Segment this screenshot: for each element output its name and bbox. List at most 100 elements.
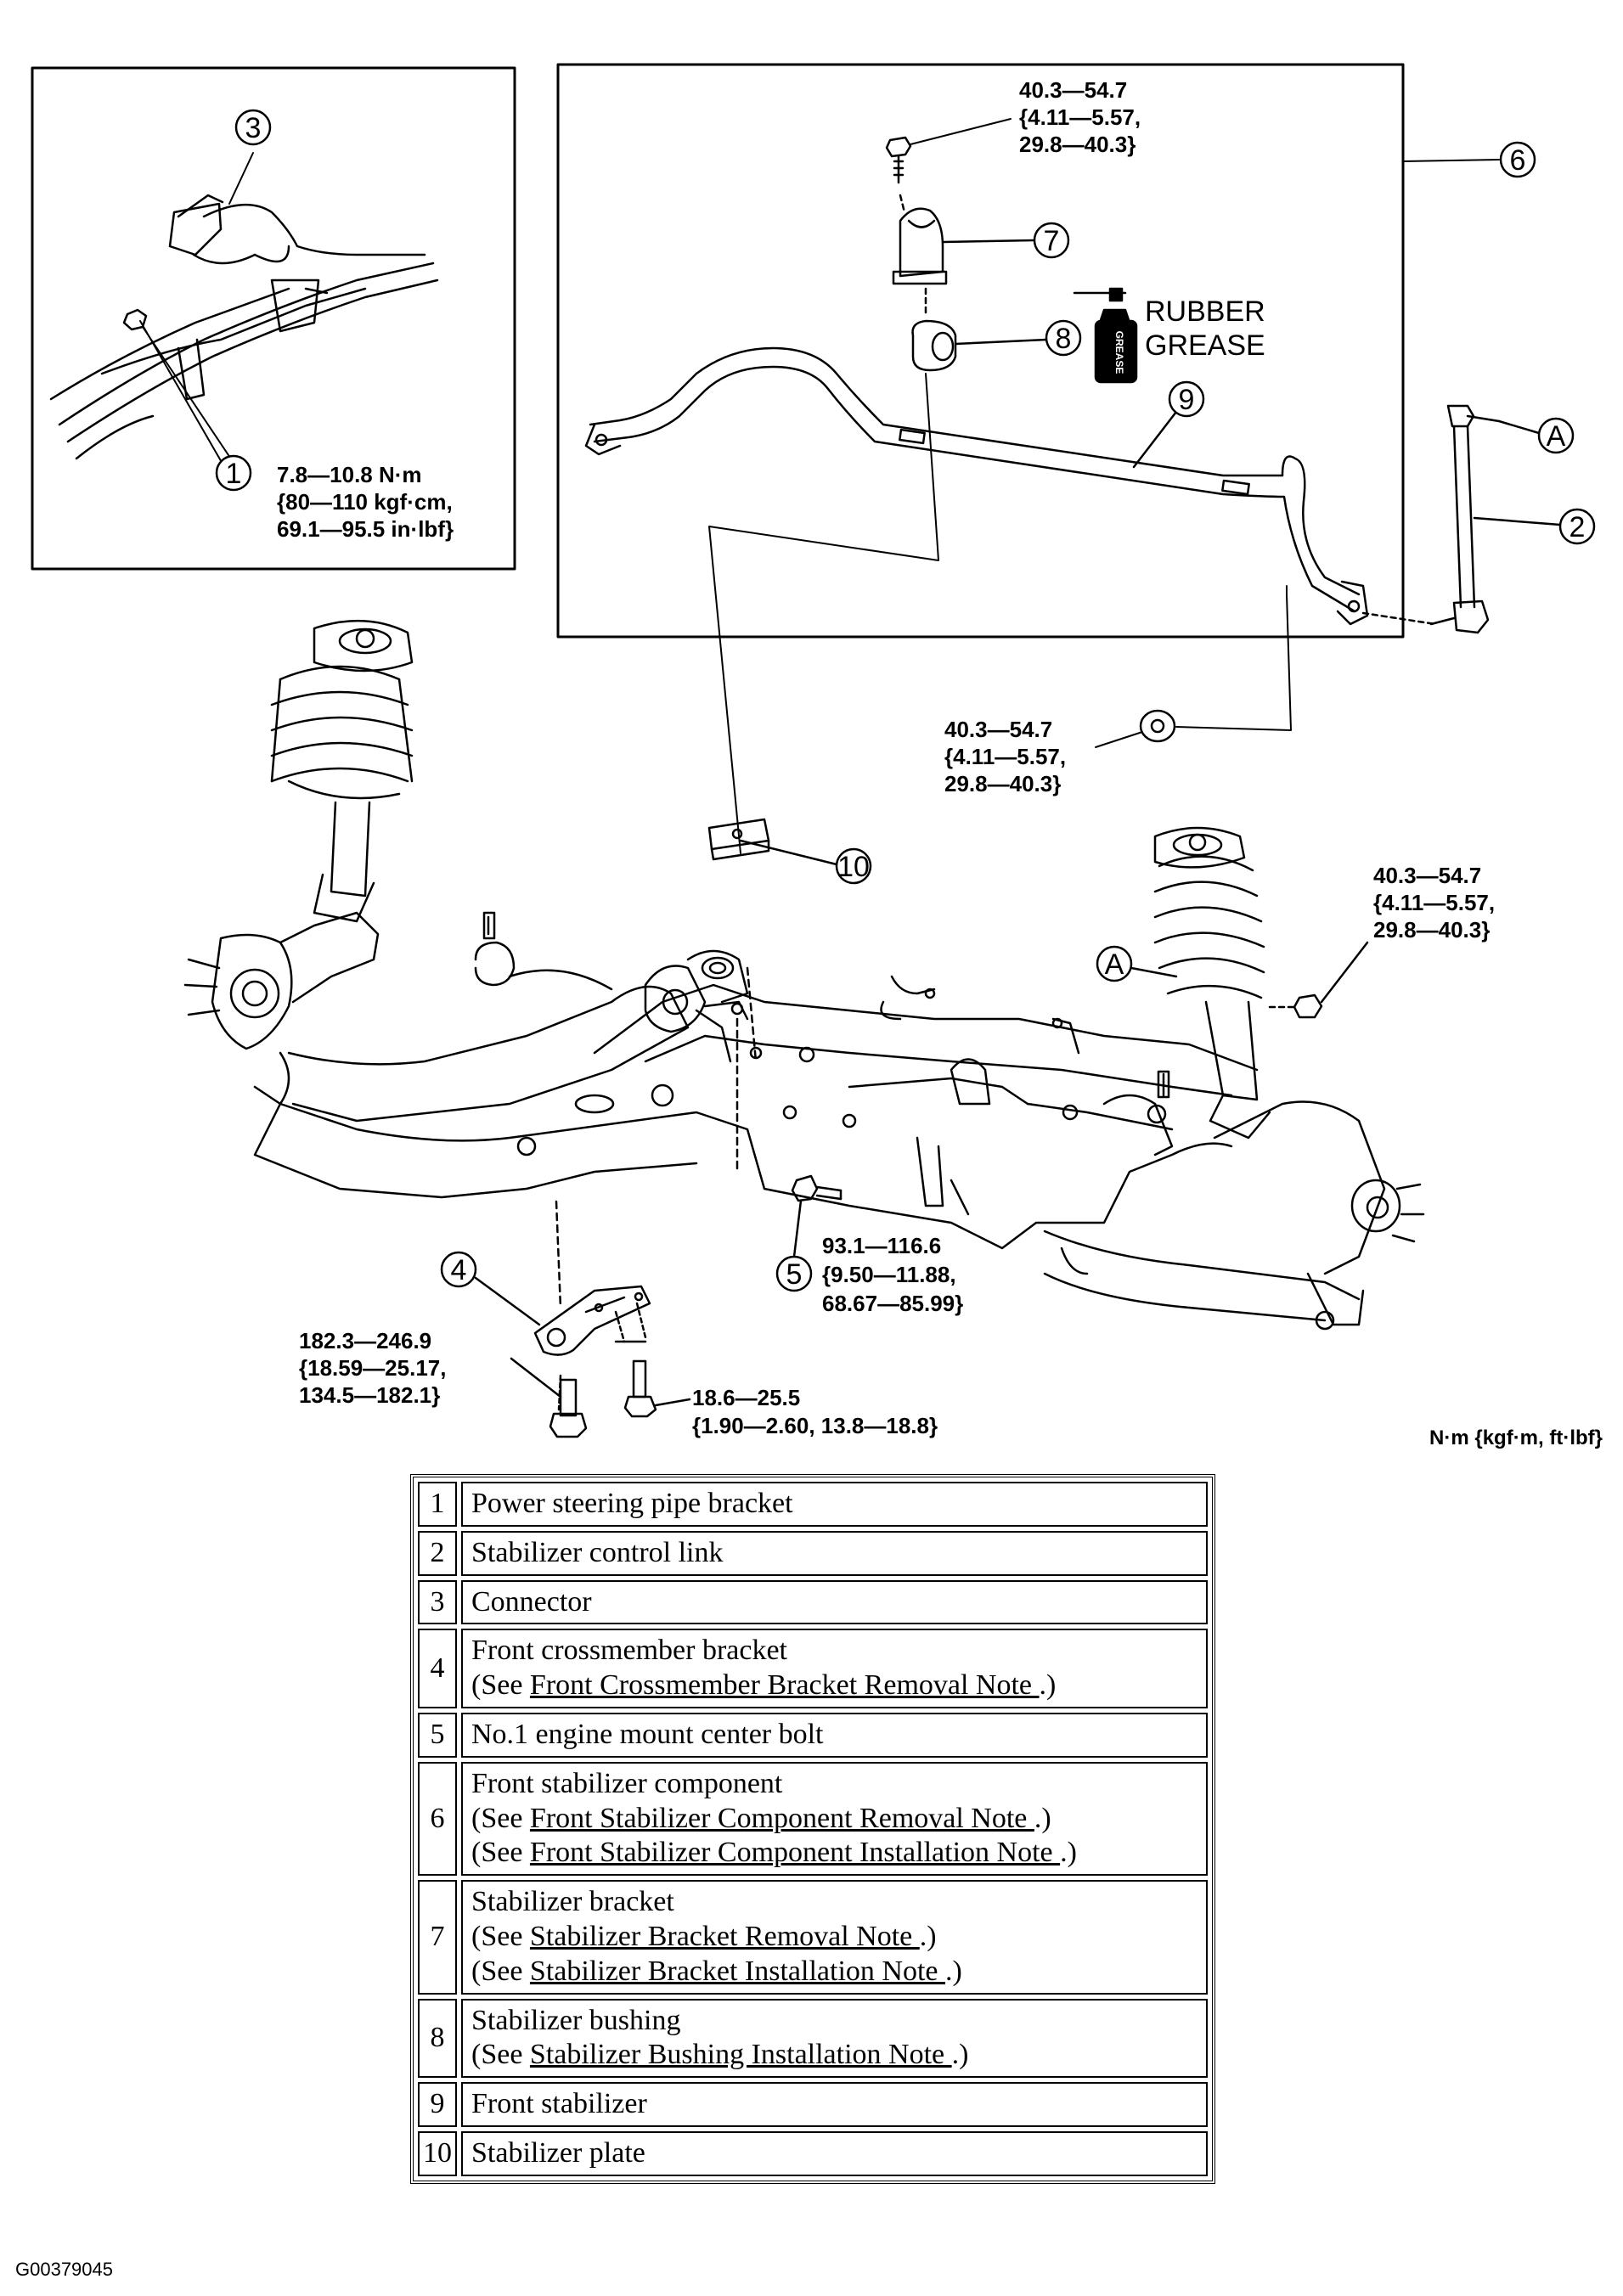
- note-prefix: (See: [471, 2039, 530, 2071]
- callout-5: 5: [775, 1255, 813, 1292]
- svg-text:{18.59—25.17,: {18.59—25.17,: [299, 1355, 446, 1381]
- part-name: Stabilizer plate: [471, 2136, 645, 2169]
- left-engine-mount: [644, 949, 749, 1063]
- part-name: Front crossmember bracket: [471, 1635, 787, 1667]
- crossmember: [253, 983, 1259, 1250]
- part-note: (See Front Crossmember Bracket Removal N…: [471, 1669, 1198, 1703]
- nut-strut: [1268, 941, 1369, 1019]
- part-name: Connector: [471, 1585, 592, 1618]
- part-description: Front stabilizer: [461, 2082, 1208, 2127]
- table-row: 9 Front stabilizer: [418, 2082, 1208, 2127]
- callout-6: 6: [1499, 141, 1536, 178]
- note-suffix: .): [951, 2039, 969, 2071]
- svg-text:93.1—116.6: 93.1—116.6: [822, 1233, 941, 1258]
- svg-text:6: 6: [1510, 144, 1526, 177]
- part-number: 2: [418, 1530, 457, 1576]
- part-description: Power steering pipe bracket: [461, 1482, 1208, 1527]
- svg-text:69.1—95.5 in·lbf}: 69.1—95.5 in·lbf}: [277, 516, 454, 542]
- part-name: Stabilizer bushing: [471, 2004, 681, 2036]
- part-note: (See Stabilizer Bracket Removal Note .): [471, 1920, 1198, 1955]
- svg-text:40.3—54.7: 40.3—54.7: [1019, 77, 1127, 103]
- svg-text:{9.50—11.88,: {9.50—11.88,: [822, 1262, 956, 1287]
- units-label: N·m {kgf·m, ft·lbf}: [1429, 1427, 1603, 1449]
- note-link[interactable]: Stabilizer Bushing Installation Note: [529, 2039, 952, 2071]
- torque-spec-pipe-bracket: 7.8—10.8 N·m {80—110 kgf·cm, 69.1—95.5 i…: [277, 462, 454, 542]
- callout-leader-lines-1: [139, 152, 254, 476]
- part-number: 9: [418, 2082, 457, 2127]
- svg-text:8: 8: [1056, 323, 1072, 355]
- torque-spec-crossmember-bolt: 182.3—246.9 {18.59—25.17, 134.5—182.1}: [299, 1328, 446, 1408]
- left-lower-arm: [287, 911, 690, 1123]
- part-note: (See Stabilizer Bracket Installation Not…: [471, 1955, 1198, 1989]
- part-number: 3: [418, 1579, 457, 1625]
- figure-id: G00379045: [15, 2259, 113, 2280]
- callout-a-strut: A: [1096, 945, 1178, 982]
- svg-text:40.3—54.7: 40.3—54.7: [1373, 863, 1481, 888]
- part-name: Front stabilizer component: [471, 1767, 783, 1799]
- note-link[interactable]: Front Crossmember Bracket Removal Note: [529, 1669, 1040, 1702]
- callout-1: 1: [215, 454, 252, 492]
- svg-text:{4.11—5.57,: {4.11—5.57,: [1019, 104, 1141, 130]
- note-link[interactable]: Stabilizer Bracket Installation Note: [529, 1955, 945, 1987]
- note-prefix: (See: [471, 1802, 530, 1834]
- table-row: 1 Power steering pipe bracket: [418, 1482, 1208, 1527]
- svg-text:29.8—40.3}: 29.8—40.3}: [944, 771, 1061, 796]
- note-link[interactable]: Stabilizer Bracket Removal Note: [529, 1920, 920, 1952]
- part-note: (See Front Stabilizer Component Removal …: [471, 1802, 1198, 1837]
- part-description: Stabilizer bushing(See Stabilizer Bushin…: [461, 1998, 1208, 2079]
- stabilizer-bar-illustration: [584, 346, 1369, 626]
- note-suffix: .): [1039, 1669, 1057, 1702]
- inset-pipe-bracket-frame: [31, 66, 516, 571]
- svg-text:182.3—246.9: 182.3—246.9: [299, 1328, 431, 1353]
- part-description: Connector: [461, 1579, 1208, 1625]
- front-crossmember-bracket: [533, 1285, 651, 1356]
- note-suffix: .): [945, 1955, 962, 1987]
- callout-2: 2: [1473, 508, 1596, 545]
- svg-text:2: 2: [1569, 511, 1586, 543]
- bracket-bolt-small: [623, 1359, 691, 1418]
- note-link[interactable]: Front Stabilizer Component Installation …: [529, 1837, 1061, 1869]
- callout-9: 9: [1132, 380, 1205, 469]
- torque-spec-stabilizer-nut: 40.3—54.7 {4.11—5.57, 29.8—40.3}: [944, 717, 1143, 796]
- callout-3: 3: [234, 109, 272, 146]
- svg-text:4: 4: [451, 1254, 467, 1286]
- part-number: 5: [418, 1712, 457, 1758]
- svg-text:40.3—54.7: 40.3—54.7: [944, 717, 1052, 742]
- part-name: Stabilizer bracket: [471, 1886, 674, 1918]
- svg-text:{1.90—2.60, 13.8—18.8}: {1.90—2.60, 13.8—18.8}: [692, 1413, 938, 1438]
- svg-text:10: 10: [837, 851, 870, 883]
- note-suffix: .): [1060, 1837, 1077, 1869]
- steering-pipes: [880, 975, 1080, 1055]
- stabilizer-control-link: [1429, 404, 1501, 634]
- svg-text:134.5—182.1}: 134.5—182.1}: [299, 1382, 440, 1408]
- bracket-bolt-large: [510, 1357, 588, 1438]
- rubber-grease-can: GREASE: [1073, 287, 1138, 384]
- pipe-bracket-illustration: [49, 194, 439, 460]
- part-description: Stabilizer bracket(See Stabilizer Bracke…: [461, 1880, 1208, 1995]
- part-number: 8: [418, 1998, 457, 2079]
- bolt-engine-mount: [791, 1174, 842, 1258]
- note-prefix: (See: [471, 1955, 530, 1987]
- svg-text:29.8—40.3}: 29.8—40.3}: [1373, 917, 1490, 943]
- grease-label: GREASE: [1145, 329, 1265, 362]
- part-note: (See Stabilizer Bushing Installation Not…: [471, 2038, 1198, 2073]
- note-link[interactable]: Front Stabilizer Component Removal Note: [529, 1802, 1034, 1834]
- callout-4: 4: [440, 1251, 541, 1326]
- svg-text:{4.11—5.57,: {4.11—5.57,: [944, 744, 1066, 769]
- grease-can-label: GREASE: [1113, 331, 1125, 374]
- part-number: 1: [418, 1482, 457, 1527]
- exploded-diagram: GREASE RUBBER GREASE 3 1 6 7 8 9: [31, 63, 1596, 1438]
- torque-spec-bracket-bolt: 40.3—54.7 {4.11—5.57, 29.8—40.3}: [910, 77, 1141, 157]
- part-description: Front stabilizer component(See Front Sta…: [461, 1761, 1208, 1877]
- part-name: Power steering pipe bracket: [471, 1488, 793, 1519]
- note-prefix: (See: [471, 1669, 530, 1702]
- stabilizer-bracket-7: [892, 207, 948, 285]
- part-name: Front stabilizer: [471, 2088, 647, 2120]
- svg-text:A: A: [1105, 948, 1124, 981]
- left-knuckle-hub: [183, 911, 380, 1106]
- right-strut-assembly: [1153, 826, 1271, 1140]
- part-number: 10: [418, 2130, 457, 2176]
